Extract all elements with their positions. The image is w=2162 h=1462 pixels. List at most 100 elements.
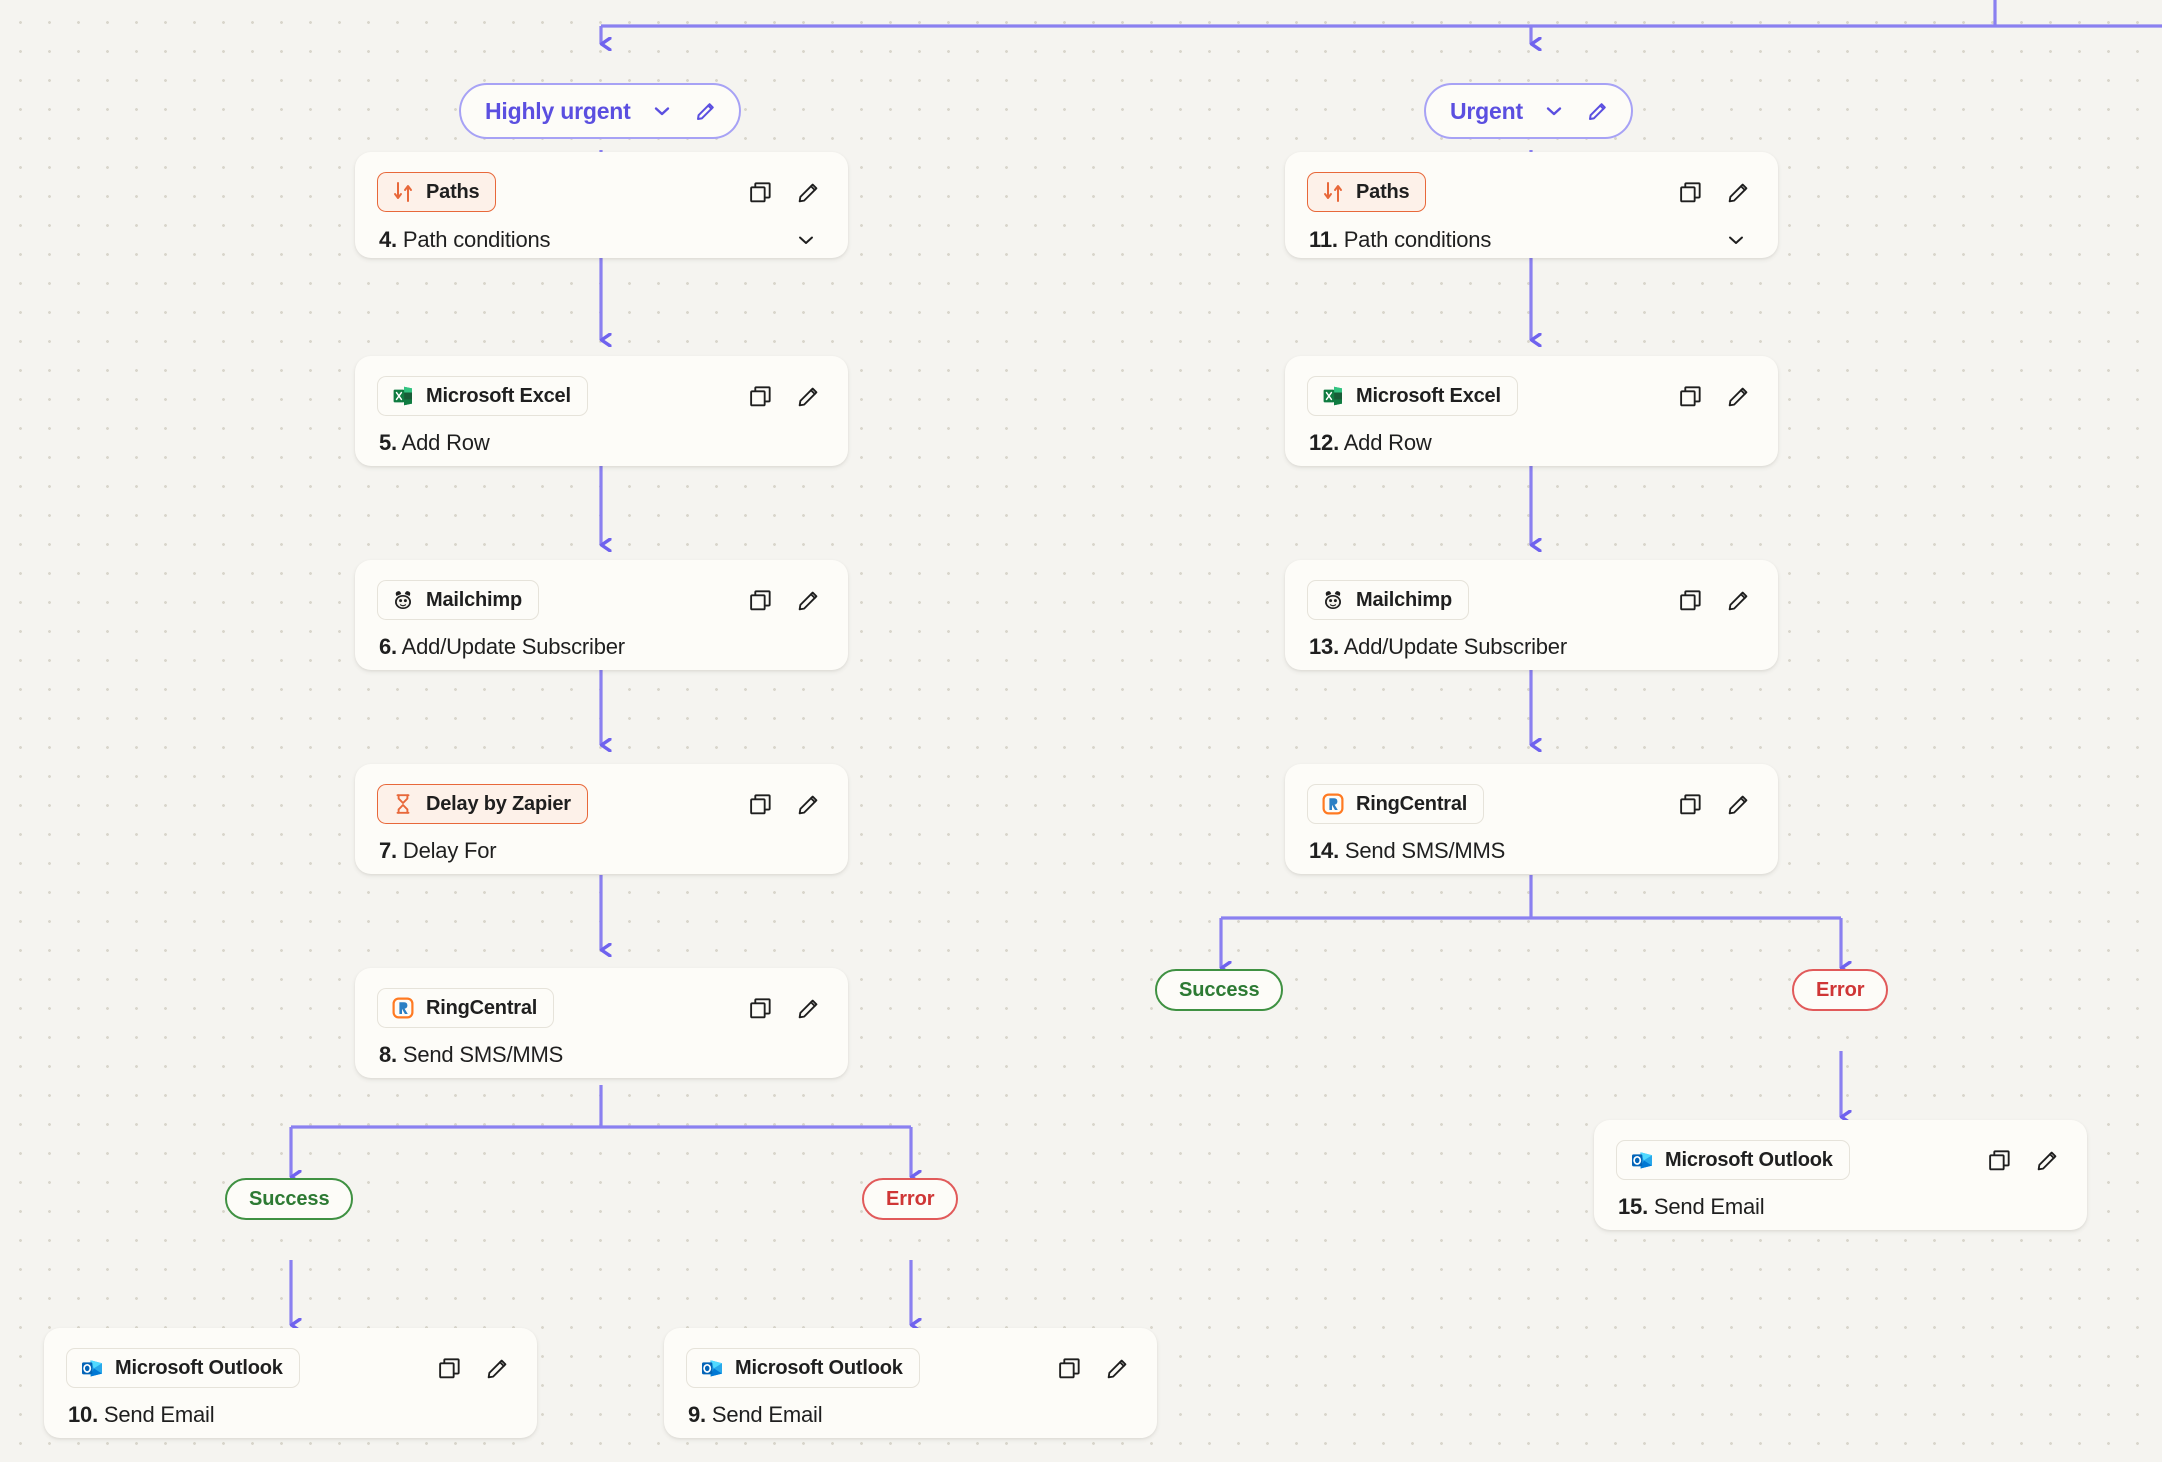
pencil-icon[interactable]: [1585, 98, 1611, 124]
status-badge-error-left[interactable]: Error: [862, 1178, 959, 1220]
step-card-10[interactable]: Microsoft Outlook 10. Send Email: [44, 1328, 537, 1438]
app-chip[interactable]: Mailchimp: [377, 580, 539, 620]
app-name: RingCentral: [426, 996, 538, 1019]
step-card-14[interactable]: RingCentral 14. Send SMS/MMS: [1285, 764, 1778, 874]
chevron-down-icon[interactable]: [792, 226, 820, 254]
step-number: 13.: [1309, 634, 1339, 659]
step-card-8[interactable]: RingCentral 8. Send SMS/MMS: [355, 968, 848, 1078]
app-chip[interactable]: RingCentral: [1307, 784, 1485, 824]
step-number: 7.: [379, 838, 397, 863]
mailchimp-icon: [391, 588, 415, 612]
step-action: Add/Update Subscriber: [401, 634, 625, 659]
microsoft-outlook-icon: [1630, 1148, 1654, 1172]
path-pill-highly-urgent[interactable]: Highly urgent: [459, 83, 741, 139]
step-title: 11. Path conditions: [1309, 227, 1491, 253]
step-action: Send Email: [1653, 1194, 1765, 1219]
duplicate-icon[interactable]: [1055, 1354, 1083, 1382]
app-chip[interactable]: Microsoft Excel: [1307, 376, 1518, 416]
step-title: 7. Delay For: [379, 838, 497, 864]
step-card-12[interactable]: Microsoft Excel 12. Add Row: [1285, 356, 1778, 466]
step-card-4[interactable]: Paths 4. Path conditions: [355, 152, 848, 258]
status-badge-success-left[interactable]: Success: [225, 1178, 354, 1220]
duplicate-icon[interactable]: [746, 382, 774, 410]
hourglass-icon: [391, 792, 415, 816]
step-title: 15. Send Email: [1618, 1194, 1765, 1220]
step-action: Path conditions: [1343, 227, 1492, 252]
app-chip[interactable]: Mailchimp: [1307, 580, 1469, 620]
step-action: Send Email: [103, 1402, 215, 1427]
step-title: 14. Send SMS/MMS: [1309, 838, 1505, 864]
duplicate-icon[interactable]: [746, 586, 774, 614]
step-action: Send SMS/MMS: [1344, 838, 1506, 863]
step-action: Add Row: [1343, 430, 1432, 455]
duplicate-icon[interactable]: [746, 178, 774, 206]
step-number: 9.: [688, 1402, 706, 1427]
app-chip[interactable]: Microsoft Excel: [377, 376, 588, 416]
step-title: 12. Add Row: [1309, 430, 1432, 456]
path-pill-urgent[interactable]: Urgent: [1424, 83, 1633, 139]
duplicate-icon[interactable]: [746, 790, 774, 818]
step-title: 4. Path conditions: [379, 227, 551, 253]
step-title: 10. Send Email: [68, 1402, 215, 1428]
pencil-icon[interactable]: [794, 994, 822, 1022]
path-pill-label: Highly urgent: [485, 97, 631, 124]
step-action: Path conditions: [402, 227, 551, 252]
step-number: 10.: [68, 1402, 98, 1427]
status-badge-success-right[interactable]: Success: [1155, 969, 1284, 1011]
step-number: 12.: [1309, 430, 1339, 455]
app-chip[interactable]: RingCentral: [377, 988, 555, 1028]
status-badge-label: Success: [249, 1187, 330, 1210]
step-card-13[interactable]: Mailchimp 13. Add/Update Subscriber: [1285, 560, 1778, 670]
status-badge-error-right[interactable]: Error: [1792, 969, 1889, 1011]
app-name: Microsoft Outlook: [115, 1356, 283, 1379]
pencil-icon[interactable]: [1724, 790, 1752, 818]
step-title: 5. Add Row: [379, 430, 490, 456]
duplicate-icon[interactable]: [435, 1354, 463, 1382]
chevron-down-icon[interactable]: [1541, 98, 1567, 124]
app-name: Mailchimp: [426, 588, 522, 611]
app-chip[interactable]: Microsoft Outlook: [686, 1348, 920, 1388]
pencil-icon[interactable]: [1724, 382, 1752, 410]
step-number: 11.: [1309, 227, 1338, 252]
pencil-icon[interactable]: [693, 98, 719, 124]
step-number: 6.: [379, 634, 397, 659]
step-card-5[interactable]: Microsoft Excel 5. Add Row: [355, 356, 848, 466]
pencil-icon[interactable]: [794, 586, 822, 614]
pencil-icon[interactable]: [1103, 1354, 1131, 1382]
pencil-icon[interactable]: [1724, 178, 1752, 206]
chevron-down-icon[interactable]: [1722, 226, 1750, 254]
duplicate-icon[interactable]: [746, 994, 774, 1022]
step-card-6[interactable]: Mailchimp 6. Add/Update Subscriber: [355, 560, 848, 670]
app-chip[interactable]: Microsoft Outlook: [1616, 1140, 1850, 1180]
chevron-down-icon[interactable]: [649, 98, 675, 124]
app-name: Mailchimp: [1356, 588, 1452, 611]
pencil-icon[interactable]: [2033, 1146, 2061, 1174]
step-card-15[interactable]: Microsoft Outlook 15. Send Email: [1594, 1120, 2087, 1230]
pencil-icon[interactable]: [1724, 586, 1752, 614]
app-name: Microsoft Excel: [426, 384, 571, 407]
pencil-icon[interactable]: [794, 790, 822, 818]
step-card-9[interactable]: Microsoft Outlook 9. Send Email: [664, 1328, 1157, 1438]
pencil-icon[interactable]: [483, 1354, 511, 1382]
step-number: 14.: [1309, 838, 1339, 863]
duplicate-icon[interactable]: [1985, 1146, 2013, 1174]
app-name: Microsoft Outlook: [1665, 1148, 1833, 1171]
step-action: Delay For: [402, 838, 497, 863]
pencil-icon[interactable]: [794, 382, 822, 410]
ringcentral-icon: [391, 996, 415, 1020]
duplicate-icon[interactable]: [1676, 382, 1704, 410]
app-chip[interactable]: Paths: [377, 172, 497, 212]
duplicate-icon[interactable]: [1676, 790, 1704, 818]
duplicate-icon[interactable]: [1676, 586, 1704, 614]
pencil-icon[interactable]: [794, 178, 822, 206]
step-title: 9. Send Email: [688, 1402, 823, 1428]
step-card-7[interactable]: Delay by Zapier 7. Delay For: [355, 764, 848, 874]
duplicate-icon[interactable]: [1676, 178, 1704, 206]
app-chip[interactable]: Microsoft Outlook: [66, 1348, 300, 1388]
step-number: 8.: [379, 1042, 397, 1067]
step-card-11[interactable]: Paths 11. Path conditions: [1285, 152, 1778, 258]
step-title: 6. Add/Update Subscriber: [379, 634, 625, 660]
app-chip[interactable]: Delay by Zapier: [377, 784, 588, 824]
app-chip[interactable]: Paths: [1307, 172, 1427, 212]
